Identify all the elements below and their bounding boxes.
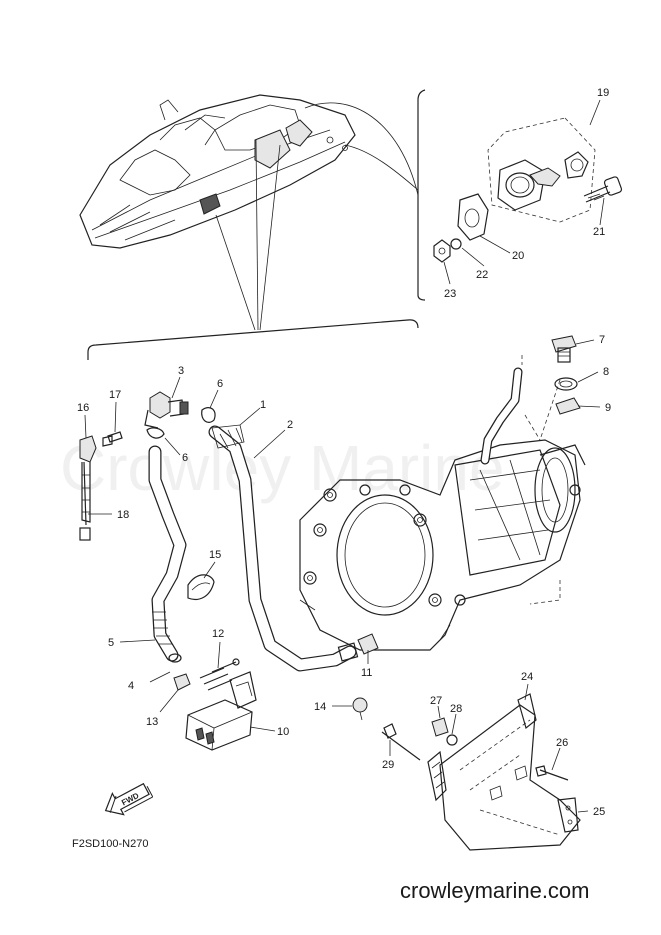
hose-5 — [148, 445, 187, 663]
detail-bracket — [417, 89, 426, 301]
watermark-text: Crowley Marine — [60, 432, 505, 504]
callout-24: 24 — [521, 671, 533, 683]
fitting-3 — [144, 391, 189, 429]
callout-16: 16 — [77, 402, 89, 414]
callout-21: 21 — [593, 226, 605, 238]
grommet-14 — [352, 697, 368, 713]
callout-27: 27 — [430, 695, 442, 707]
site-url-text[interactable]: crowleymarine.com — [400, 878, 590, 903]
callout-10: 10 — [277, 726, 289, 738]
callout-29: 29 — [382, 759, 394, 771]
diagram-code: F2SD100-N270 — [72, 838, 149, 850]
callout-8: 8 — [603, 366, 609, 378]
fwd-arrow-icon: FWD — [104, 782, 154, 816]
callout-7: 7 — [599, 334, 605, 346]
box-10 — [173, 658, 257, 751]
callout-22: 22 — [476, 269, 488, 281]
clip-15 — [187, 574, 215, 601]
clip-11 — [357, 633, 379, 655]
callout-2: 2 — [287, 419, 293, 431]
leader-lines — [84, 99, 605, 813]
callout-labels: 1 2 3 4 5 6 6 7 8 9 10 11 12 13 14 15 16… — [77, 87, 611, 818]
callout-13: 13 — [146, 716, 158, 728]
callout-18: 18 — [117, 509, 129, 521]
callout-26: 26 — [556, 737, 568, 749]
watercraft-overview — [79, 94, 356, 249]
callout-19: 19 — [597, 87, 609, 99]
callout-6-lower: 6 — [182, 452, 188, 464]
callout-15: 15 — [209, 549, 221, 561]
callout-1: 1 — [260, 399, 266, 411]
clamp-6-lower — [146, 427, 165, 439]
callout-17: 17 — [109, 389, 121, 401]
callout-6-upper: 6 — [217, 378, 223, 390]
plug-7-8-9 — [551, 335, 581, 415]
hose-1-2 — [208, 424, 359, 672]
callout-5: 5 — [108, 637, 114, 649]
clamp-6-upper — [201, 407, 216, 423]
callout-14: 14 — [314, 701, 326, 713]
section-bracket — [87, 319, 419, 360]
callout-25: 25 — [593, 806, 605, 818]
jet-pump-housing — [299, 439, 586, 651]
overview-leaders — [215, 102, 419, 331]
callout-28: 28 — [450, 703, 462, 715]
clip-16-tie-18 — [79, 431, 123, 541]
callout-20: 20 — [512, 250, 524, 262]
callout-4: 4 — [128, 680, 134, 692]
callout-23: 23 — [444, 288, 456, 300]
ride-plate-assembly — [381, 693, 581, 851]
drain-plug-assembly — [433, 117, 623, 263]
callout-9: 9 — [605, 402, 611, 414]
callout-3: 3 — [178, 365, 184, 377]
callout-12: 12 — [212, 628, 224, 640]
callout-11: 11 — [361, 667, 372, 679]
